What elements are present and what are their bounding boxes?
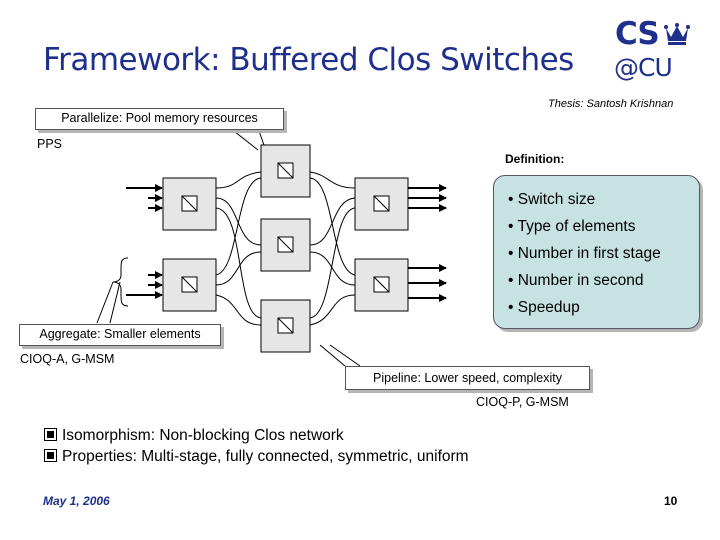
- square-bullet-icon: [44, 428, 57, 441]
- pps-label: PPS: [37, 137, 63, 151]
- middle-stage-switch-2: [260, 218, 311, 272]
- switch-crossbar-icons: [181, 162, 390, 334]
- definition-title: Definition:: [505, 152, 565, 166]
- definition-item: • Type of elements: [508, 218, 636, 235]
- aggregate-callout: Aggregate: Smaller elements: [19, 324, 221, 346]
- page-number: 10: [664, 494, 678, 508]
- definition-item: • Number in second: [508, 272, 644, 289]
- crown-logo-icon: [664, 23, 690, 45]
- definition-item: • Number in first stage: [508, 245, 661, 262]
- definition-list: • Switch size • Type of elements • Numbe…: [494, 176, 699, 323]
- thesis-author: Thesis: Santosh Krishnan: [548, 98, 674, 110]
- output-arrows: [408, 184, 447, 302]
- definition-item: • Speedup: [508, 299, 580, 316]
- cioq-a-label: CIOQ-A, G-MSM: [20, 352, 115, 366]
- definition-item: • Switch size: [508, 191, 596, 208]
- input-arrows: [126, 184, 163, 299]
- interconnect-lines: [96, 127, 361, 367]
- square-bullet-icon: [44, 449, 57, 462]
- definition-box: • Switch size • Type of elements • Numbe…: [493, 175, 700, 329]
- bullet-list: Isomorphism: Non-blocking Clos network P…: [44, 425, 469, 467]
- slide-title: Framework: Buffered Clos Switches: [43, 42, 574, 78]
- cioq-p-label: CIOQ-P, G-MSM: [476, 395, 569, 409]
- bullet-item: Properties: Multi-stage, fully connected…: [44, 446, 469, 467]
- bullet-text: Isomorphism: Non-blocking Clos network: [62, 427, 344, 444]
- pipeline-callout: Pipeline: Lower speed, complexity: [345, 366, 590, 390]
- logo-cs-text: CS: [615, 16, 660, 52]
- bullet-text: Properties: Multi-stage, fully connected…: [62, 448, 469, 465]
- bullet-item: Isomorphism: Non-blocking Clos network: [44, 425, 469, 446]
- footer-date: May 1, 2006: [43, 494, 110, 508]
- parallelize-callout: Parallelize: Pool memory resources: [35, 108, 284, 130]
- logo-cu-text: @CU: [614, 53, 673, 82]
